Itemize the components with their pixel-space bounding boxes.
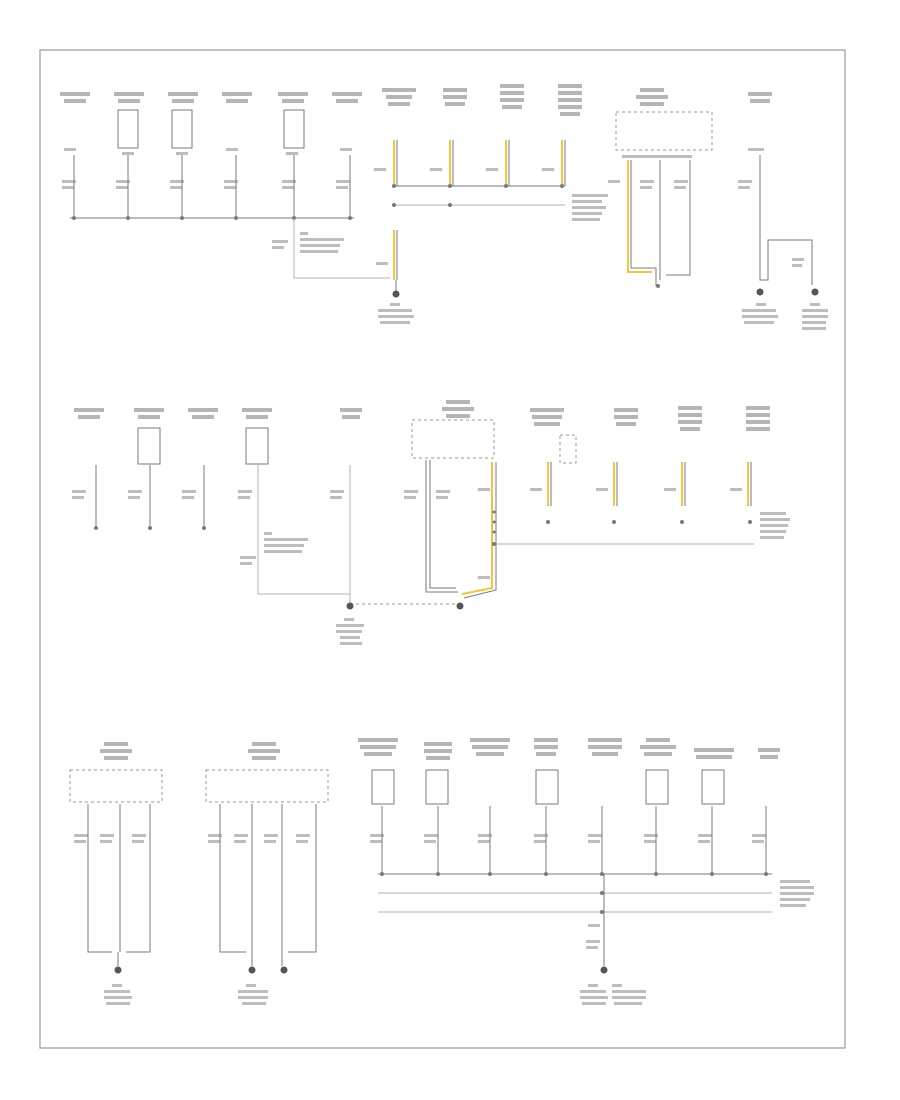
engine-control-module-outline <box>615 111 713 151</box>
section-top <box>60 84 828 330</box>
connector-outline <box>559 434 577 464</box>
ground-point-g8 <box>280 966 288 974</box>
diagram-frame <box>39 49 846 1049</box>
engine-control-module-outline <box>205 769 329 803</box>
section-middle <box>72 400 790 645</box>
wire-codes-top <box>62 180 752 189</box>
component-box <box>245 427 269 465</box>
component-box <box>171 109 193 149</box>
component-box <box>425 769 449 805</box>
component-box <box>645 769 669 805</box>
wire-codes-middle <box>72 490 450 499</box>
component-box <box>117 109 139 149</box>
ground-point-g7 <box>248 966 256 974</box>
component-labels-middle <box>74 400 770 431</box>
engine-control-module-outline <box>411 419 495 459</box>
ground-point-g4 <box>346 602 354 610</box>
engine-control-module-outline <box>69 769 163 803</box>
connector-pins-top <box>64 148 764 158</box>
wire-codes-bottom <box>74 834 766 843</box>
component-box <box>283 109 305 149</box>
component-box <box>137 427 161 465</box>
component-labels-top <box>60 84 772 116</box>
component-box <box>535 769 559 805</box>
component-box <box>371 769 395 805</box>
ground-point-g3 <box>811 288 819 296</box>
ground-point-g5 <box>456 602 464 610</box>
component-labels-bottom <box>100 738 780 760</box>
ground-point-g6 <box>114 966 122 974</box>
ground-point-g1 <box>392 290 400 298</box>
component-box <box>701 769 725 805</box>
ground-point-g9 <box>600 966 608 974</box>
section-bottom <box>69 738 814 1005</box>
ground-point-g2 <box>756 288 764 296</box>
